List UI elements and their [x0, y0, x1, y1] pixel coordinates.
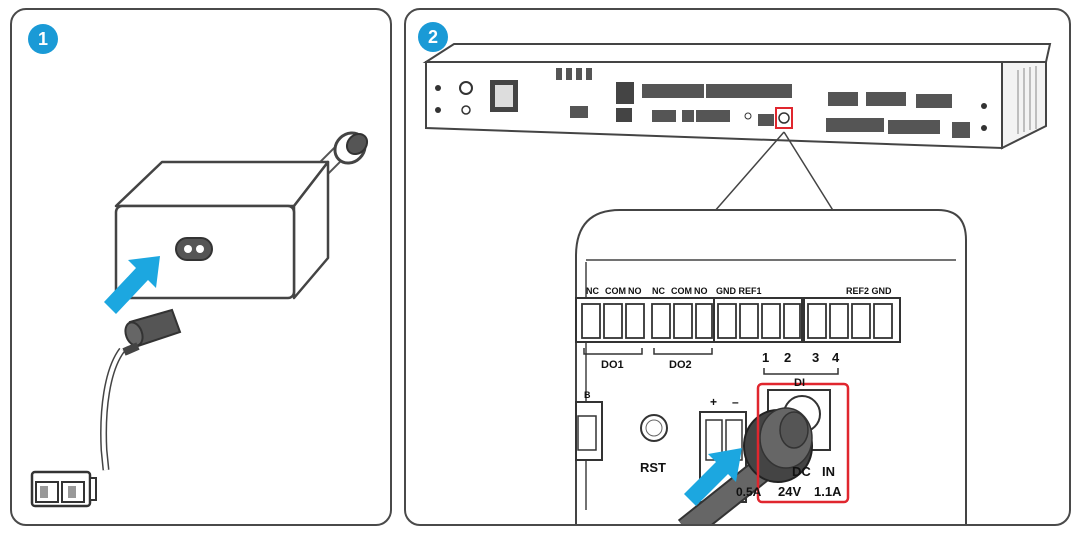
label-voltage: 24V	[778, 484, 801, 499]
step-2-badge: 2	[418, 22, 448, 52]
label-minus: –	[732, 395, 739, 409]
label-do1: DO1	[601, 359, 624, 371]
step-2-panel: 2	[404, 8, 1071, 526]
label-no2: NO	[694, 286, 708, 296]
label-di-4: 4	[832, 350, 840, 365]
label-current-partial: 0.5A	[736, 485, 762, 499]
step-1-panel: 1	[10, 8, 392, 526]
terminal-block-di	[713, 297, 901, 343]
label-b: B	[584, 390, 591, 400]
label-current: 1.1A	[814, 484, 842, 499]
label-com2: COM	[671, 286, 692, 296]
label-di-3: 3	[812, 350, 819, 365]
step-1-badge: 1	[28, 24, 58, 54]
label-di-2: 2	[784, 350, 791, 365]
power-adapter-illustration	[30, 131, 369, 508]
label-di-1: 1	[762, 350, 769, 365]
label-di: DI	[794, 377, 805, 389]
vent-grille	[1017, 66, 1037, 134]
terminal-block-do	[575, 297, 715, 343]
label-do2: DO2	[669, 359, 692, 371]
label-com1: COM	[605, 286, 626, 296]
label-plus: +	[710, 395, 717, 409]
label-gnd-ref1: GND REF1	[716, 286, 762, 296]
label-nc2: NC	[652, 286, 665, 296]
dc-in-highlight	[756, 382, 850, 504]
label-no1: NO	[628, 286, 642, 296]
label-in: IN	[822, 464, 835, 479]
label-rst: RST	[640, 460, 666, 475]
label-nc1: NC	[586, 286, 599, 296]
label-ref2-gnd: REF2 GND	[846, 286, 892, 296]
device-front-illustration: NC COM NO NC COM NO GND REF1 REF2 GND DO…	[422, 43, 1052, 524]
label-dc: DC	[792, 464, 811, 479]
